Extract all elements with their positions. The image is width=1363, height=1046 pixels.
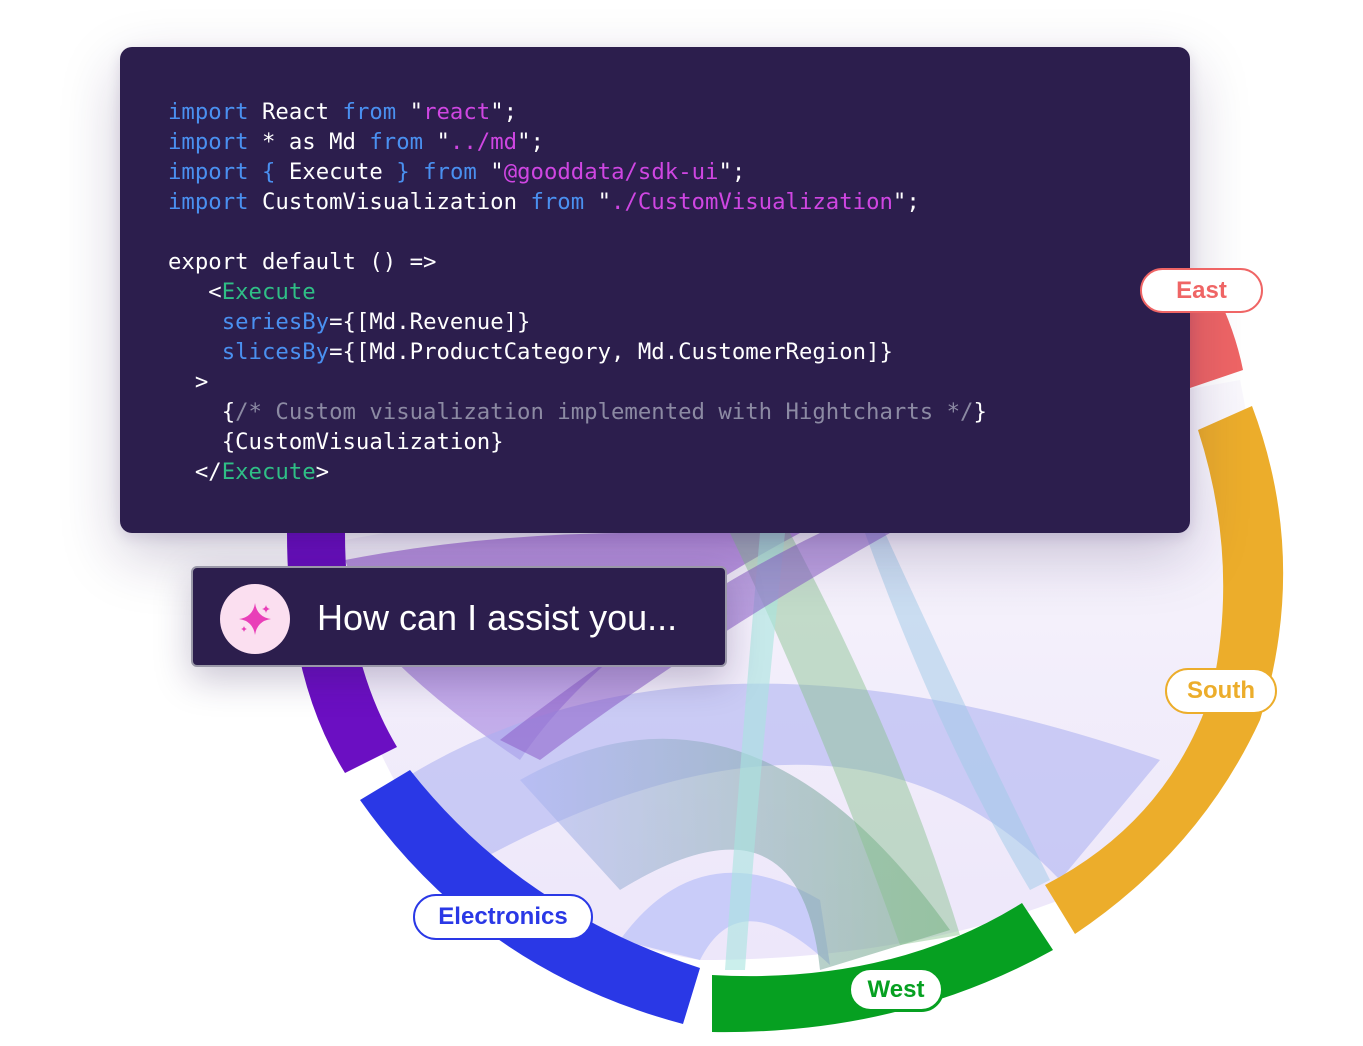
code-line: import { Execute } from "@gooddata/sdk-u… xyxy=(168,157,987,187)
code-line: slicesBy={[Md.ProductCategory, Md.Custom… xyxy=(168,337,987,367)
code-token: "; xyxy=(490,99,518,125)
code-token: seriesBy xyxy=(221,309,330,335)
code-token: from xyxy=(342,99,397,125)
code-token: import xyxy=(168,189,249,215)
ribbon-electronics-west xyxy=(520,738,950,970)
code-token: Execute xyxy=(221,459,316,485)
code-token: "; xyxy=(718,159,746,185)
code-token: " xyxy=(396,99,424,125)
code-token: ./CustomVisualization xyxy=(611,189,893,215)
code-token: > xyxy=(315,459,330,485)
arc-south xyxy=(1045,406,1284,934)
code-token: " xyxy=(476,159,504,185)
code-line: export default () => xyxy=(168,247,987,277)
code-token: < xyxy=(168,279,222,305)
code-line: {/* Custom visualization implemented wit… xyxy=(168,397,987,427)
code-token: import xyxy=(168,99,249,125)
code-token: import xyxy=(168,159,249,185)
code-token xyxy=(410,159,423,185)
code-token: /* Custom visualization implemented with… xyxy=(235,399,974,425)
code-line: {CustomVisualization} xyxy=(168,427,987,457)
region-label-west-text: West xyxy=(867,975,925,1003)
code-editor: import React from "react";import * as Md… xyxy=(120,47,1190,533)
code-token: {CustomVisualization} xyxy=(168,429,504,455)
code-token: from xyxy=(530,189,585,215)
ribbon-cyan xyxy=(725,533,785,970)
region-label-south[interactable]: South xyxy=(1165,668,1277,714)
code-token: > xyxy=(168,369,209,395)
code-token: " xyxy=(423,129,450,155)
code-line: </Execute> xyxy=(168,457,987,487)
code-line xyxy=(168,217,987,247)
code-line: seriesBy={[Md.Revenue]} xyxy=(168,307,987,337)
code-token: "; xyxy=(892,189,920,215)
code-token: "; xyxy=(517,129,544,155)
ribbon-east-west xyxy=(730,533,960,945)
code-token: React xyxy=(248,99,343,125)
code-token: @gooddata/sdk-ui xyxy=(503,159,719,185)
code-token: import xyxy=(168,129,249,155)
code-token xyxy=(168,339,222,365)
code-token: </ xyxy=(168,459,222,485)
code-token: Execute xyxy=(221,279,316,305)
code-line: > xyxy=(168,367,987,397)
code-token: } xyxy=(396,159,410,185)
code-token: react xyxy=(423,99,491,125)
arc-east xyxy=(1188,290,1243,388)
code-line: import React from "react"; xyxy=(168,97,987,127)
code-token: ={[Md.ProductCategory, Md.CustomerRegion… xyxy=(329,339,893,365)
code-token: * as Md xyxy=(248,129,370,155)
code-token: " xyxy=(584,189,612,215)
region-label-east[interactable]: East xyxy=(1140,268,1263,313)
region-label-west[interactable]: West xyxy=(848,967,944,1012)
code-line: import * as Md from "../md"; xyxy=(168,127,987,157)
category-label-electronics-text: Electronics xyxy=(438,903,568,930)
ribbon-south-teal xyxy=(865,533,1050,890)
code-token xyxy=(249,159,262,185)
code-token: from xyxy=(423,159,477,185)
code-block: import React from "react";import * as Md… xyxy=(168,97,987,487)
code-token: ={[Md.Revenue]} xyxy=(329,309,531,335)
assistant-placeholder: How can I assist you... xyxy=(317,597,678,638)
category-label-electronics[interactable]: Electronics xyxy=(413,894,593,940)
code-token: { xyxy=(168,399,236,425)
code-token: export default () => xyxy=(168,249,437,275)
code-token: CustomVisualization xyxy=(248,189,531,215)
sparkle-icon xyxy=(220,584,290,654)
code-token: ../md xyxy=(449,129,518,155)
code-token: } xyxy=(973,399,987,425)
code-line: import CustomVisualization from "./Custo… xyxy=(168,187,987,217)
code-token: Execute xyxy=(275,159,397,185)
region-label-south-text: South xyxy=(1187,677,1255,704)
code-token: slicesBy xyxy=(221,339,330,365)
code-token: { xyxy=(261,159,276,185)
assistant-prompt[interactable]: How can I assist you... xyxy=(191,566,727,667)
code-token: from xyxy=(369,129,424,155)
code-line: <Execute xyxy=(168,277,987,307)
region-label-east-text: East xyxy=(1176,276,1227,304)
code-token xyxy=(168,309,222,335)
ribbon-electronics-west-inner xyxy=(620,872,830,965)
